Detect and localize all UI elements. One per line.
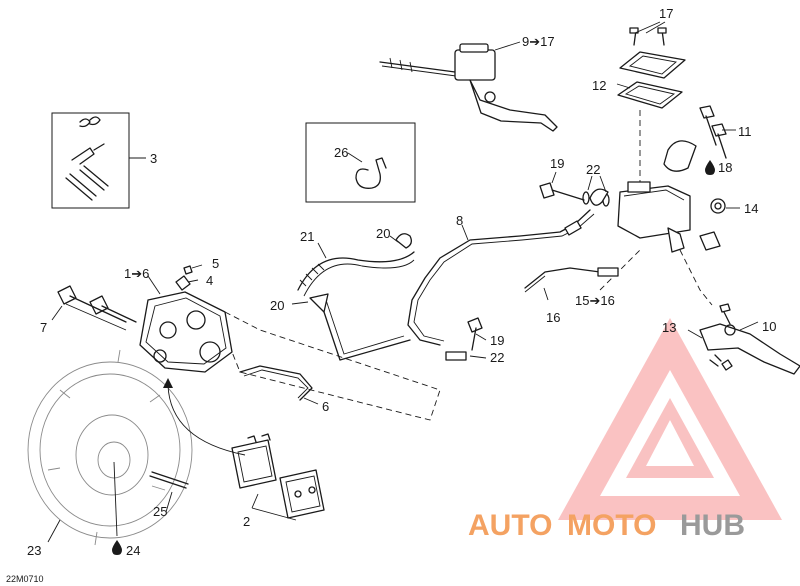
caliper-bolts xyxy=(51,285,137,331)
callout-4: 4 xyxy=(206,273,213,288)
disc-leader xyxy=(47,519,61,543)
callout-18: 18 xyxy=(718,160,732,175)
callout-8: 8 xyxy=(456,213,463,228)
lubricant-leader xyxy=(113,461,118,537)
brake-pads xyxy=(231,433,325,521)
fluid-drop-icon xyxy=(705,160,715,175)
brake-lever xyxy=(687,303,800,375)
brake-disc xyxy=(27,349,193,546)
callout-15: 15➔16 xyxy=(575,293,615,308)
callout-13: 13 xyxy=(662,320,676,335)
callout-19-lower: 19 xyxy=(490,333,504,348)
drawing-code: 22M0710 xyxy=(6,574,44,584)
pads-to-caliper-arrow xyxy=(163,378,246,456)
watermark-text-auto: AUTO xyxy=(468,509,552,542)
brake-caliper xyxy=(139,264,441,421)
callout-9: 9➔17 xyxy=(522,34,555,49)
watermark-text: AUTO MOTO HUB xyxy=(468,509,745,542)
clamp-screws xyxy=(663,105,736,172)
pad-pin xyxy=(149,471,189,513)
callout-23: 23 xyxy=(27,543,41,558)
callout-1: 1➔6 xyxy=(124,266,149,281)
callout-20-upper: 20 xyxy=(376,226,390,241)
callout-22-upper: 22 xyxy=(586,162,600,177)
banjo-bolt-upper xyxy=(539,171,610,207)
callout-12: 12 xyxy=(592,78,606,93)
callout-22-lower: 22 xyxy=(490,350,504,365)
upper-master-cylinder xyxy=(379,41,558,132)
watermark-text-hub: HUB xyxy=(680,509,745,542)
callout-16: 16 xyxy=(546,310,560,325)
callout-10: 10 xyxy=(762,319,776,334)
callout-labels: 1➔6 2 3 4 5 6 7 8 9➔17 10 11 12 13 14 15… xyxy=(27,6,776,558)
callout-14: 14 xyxy=(744,201,758,216)
watermark-logo xyxy=(558,318,782,520)
pin-kit-box xyxy=(51,112,146,209)
callout-24: 24 xyxy=(126,543,140,558)
callout-7: 7 xyxy=(40,320,47,335)
callout-6: 6 xyxy=(322,399,329,414)
callout-17: 17 xyxy=(659,6,673,21)
callout-11: 11 xyxy=(738,124,752,139)
reservoir-cover xyxy=(616,21,686,185)
watermark-text-moto: MOTO xyxy=(567,509,656,542)
bleeder-hose xyxy=(239,365,319,405)
callout-21: 21 xyxy=(300,229,314,244)
callout-5: 5 xyxy=(212,256,219,271)
callout-25: 25 xyxy=(153,504,167,519)
brake-switch-cable xyxy=(524,267,619,301)
callout-2: 2 xyxy=(243,514,250,529)
callout-3: 3 xyxy=(150,151,157,166)
hose-guide xyxy=(291,233,415,361)
callout-20-lower: 20 xyxy=(270,298,284,313)
callout-26: 26 xyxy=(334,145,348,160)
brake-line xyxy=(407,209,595,346)
lubricant-drop-icon xyxy=(112,540,122,555)
banjo-bolt-lower xyxy=(445,317,487,361)
callout-19-upper: 19 xyxy=(550,156,564,171)
clip-box xyxy=(305,122,416,203)
lower-master-cylinder xyxy=(599,181,740,306)
